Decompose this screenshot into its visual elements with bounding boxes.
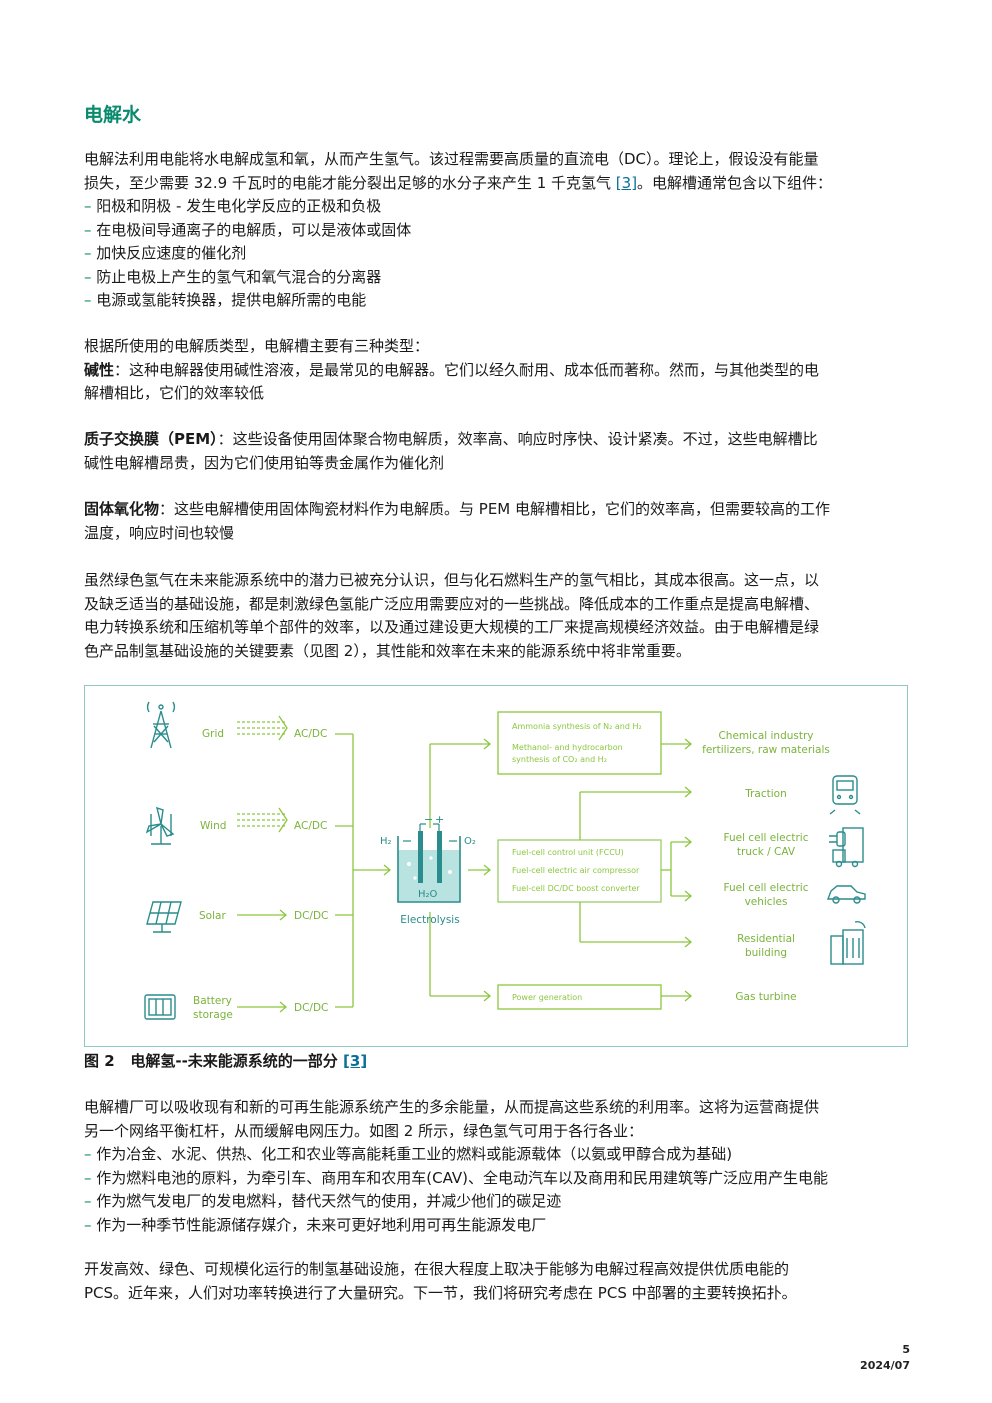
- converter-label: AC/DC: [294, 820, 327, 832]
- h2-label: H₂: [380, 836, 392, 847]
- source-label: storage: [193, 1009, 233, 1021]
- list-item: – 电源或氢能转换器，提供电解所需的电能: [84, 291, 367, 309]
- box-chem-line: Methanol- and hydrocarbon: [512, 743, 623, 752]
- box-fuel-line: Fuel-cell DC/DC boost converter: [512, 884, 640, 893]
- converter-label: DC/DC: [294, 1002, 328, 1014]
- car-icon: [826, 885, 866, 904]
- type-pem: 质子交换膜（PEM）：这些设备使用固体聚合物电解质，效率高、响应时序快、设计紧凑…: [84, 430, 818, 472]
- page-number: 5: [902, 1343, 910, 1356]
- diagram-svg: Grid AC/DC Wind AC/DC Solar DC/DC Batter…: [144, 701, 866, 1021]
- list-item: – 作为燃料电池的原料，为牵引车、商用车和农用车(CAV)、全电动汽车以及商用和…: [84, 1168, 829, 1187]
- grid-paragraph: 电解槽厂可以吸收现有和新的可再生能源系统产生的多余能量，从而提高这些系统的利用率…: [84, 1096, 910, 1237]
- output-label: Traction: [744, 788, 787, 800]
- train-icon: [829, 775, 861, 815]
- water-label: H₂O: [418, 889, 438, 900]
- source-label: Wind: [200, 820, 226, 832]
- figure-caption: 图 2 电解氢--未来能源系统的一部分 [3]: [84, 1052, 368, 1070]
- output-label: building: [745, 947, 787, 959]
- converter-label: DC/DC: [294, 910, 328, 922]
- electrolysis-cell: − + H₂ O₂ H₂O Electrolysis: [380, 813, 476, 926]
- box-chem-line: Ammonia synthesis of N₂ and H₂: [512, 722, 642, 731]
- type-solid-oxide: 固体氧化物：这些电解槽使用固体陶瓷材料作为电解质。与 PEM 电解槽相比，它们的…: [84, 500, 831, 542]
- box-chem-line: synthesis of CO₂ and H₂: [512, 755, 607, 764]
- converter-label: AC/DC: [294, 728, 327, 740]
- output-label: Residential: [737, 933, 795, 945]
- output-label: Chemical industry: [718, 730, 813, 742]
- types-paragraph: 根据所使用的电解质类型，电解槽主要有三种类型： 碱性：这种电解器使用碱性溶液，是…: [84, 335, 910, 406]
- intro-line: 电解法利用电能将水电解成氢和氧，从而产生氢气。该过程需要高质量的直流电（DC）。…: [84, 150, 819, 168]
- figure-diagram: Grid AC/DC Wind AC/DC Solar DC/DC Batter…: [84, 685, 908, 1047]
- source-label: Grid: [202, 728, 224, 740]
- box-fuel-line: Fuel-cell control unit (FCCU): [512, 848, 624, 857]
- output-label: Fuel cell electric: [724, 882, 809, 894]
- type-alkaline: 碱性：这种电解器使用碱性溶液，是最常见的电解器。它们以经久耐用、成本低而著称。然…: [84, 360, 820, 379]
- source-label: Solar: [199, 910, 226, 922]
- type-alkaline-cont: 解槽相比，它们的效率较低: [84, 384, 265, 402]
- grid-tower-icon: [146, 701, 176, 749]
- list-item: – 加快反应速度的催化剂: [84, 244, 247, 262]
- plus-sign: +: [435, 813, 444, 826]
- minus-sign: −: [424, 813, 433, 826]
- intro-line: 损失，至少需要 32.9 千瓦时的电能才能分裂出足够的水分子来产生 1 千克氢气…: [84, 173, 833, 192]
- list-item: – 作为冶金、水泥、供热、化工和农业等高能耗重工业的燃料或能源载体（以氨或甲醇合…: [84, 1145, 733, 1163]
- output-label: fertilizers, raw materials: [702, 744, 830, 756]
- list-item: – 作为燃气发电厂的发电燃料，替代天然气的使用，并减少他们的碳足迹: [84, 1192, 562, 1210]
- list-item: – 在电极间导通离子的电解质，可以是液体或固体: [84, 220, 412, 239]
- output-label: vehicles: [745, 896, 788, 908]
- list-item: – 防止电极上产生的氢气和氧气混合的分离器: [84, 267, 382, 286]
- electrolysis-label: Electrolysis: [400, 914, 459, 926]
- footer-date: 2024/07: [860, 1359, 910, 1372]
- wind-turbine-icon: [145, 806, 175, 845]
- truck-charging-icon: [829, 827, 864, 868]
- building-icon: [830, 921, 866, 965]
- o2-label: O₂: [464, 836, 476, 847]
- list-item: – 阳极和阴极 - 发生电化学反应的正极和负极: [84, 197, 382, 215]
- reference-link[interactable]: [3]: [343, 1052, 368, 1070]
- intro-paragraph: 电解法利用电能将水电解成氢和氧，从而产生氢气。该过程需要高质量的直流电（DC）。…: [84, 148, 910, 313]
- output-label: Fuel cell electric: [724, 832, 809, 844]
- types-lead: 根据所使用的电解质类型，电解槽主要有三种类型：: [84, 337, 430, 355]
- reference-link[interactable]: [3]: [615, 173, 638, 192]
- section-heading: 电解水: [84, 104, 142, 126]
- solar-panel-icon: [146, 901, 182, 933]
- output-label: truck / CAV: [737, 846, 796, 858]
- list-item: – 作为一种季节性能源储存媒介，未来可更好地利用可再生能源发电厂: [84, 1215, 547, 1234]
- box-fuel-line: Fuel-cell electric air compressor: [512, 866, 640, 875]
- box-power-line: Power generation: [512, 993, 582, 1002]
- green-hydrogen-paragraph: 虽然绿色氢气在未来能源系统中的潜力已被充分认识，但与化石燃料生产的氢气相比，其成…: [84, 571, 820, 660]
- source-label: Battery: [193, 995, 232, 1007]
- battery-icon: [144, 994, 176, 1020]
- final-paragraph: 开发高效、绿色、可规模化运行的制氢基础设施，在很大程度上取决于能够为电解过程高效…: [84, 1260, 797, 1302]
- output-label: Gas turbine: [735, 991, 796, 1003]
